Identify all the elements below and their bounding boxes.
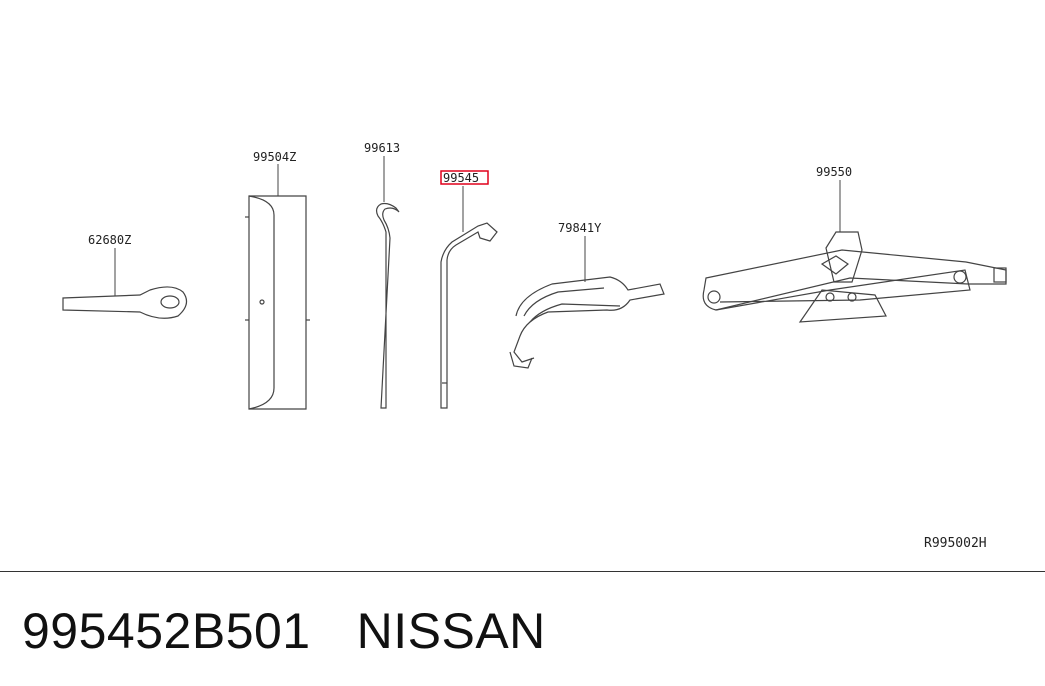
parts-diagram: 62680Z 99504Z 99613 99545 79841Y xyxy=(62,141,1007,551)
part-number: 995452B501 xyxy=(22,603,311,659)
tow-hook-part[interactable]: 62680Z xyxy=(62,233,188,319)
callout-jack-handle: 99613 xyxy=(364,141,400,155)
reference-code: R995002H xyxy=(924,536,987,551)
divider xyxy=(0,571,1045,572)
bracket-part[interactable]: 79841Y xyxy=(509,221,665,369)
wheel-wrench-part[interactable]: 99545 xyxy=(440,170,498,409)
jack-handle-part[interactable]: 99613 xyxy=(364,141,400,409)
callout-highlight-box xyxy=(440,170,489,185)
tool-bag-part[interactable]: 99504Z xyxy=(245,150,310,410)
callout-bracket: 79841Y xyxy=(558,221,602,235)
callout-jack: 99550 xyxy=(816,165,852,179)
footer: 995452B501 NISSAN xyxy=(22,596,546,666)
jack-part[interactable]: 99550 xyxy=(702,165,1007,323)
callout-tow-hook: 62680Z xyxy=(88,233,131,247)
brand-name: NISSAN xyxy=(356,603,546,659)
callout-tool-bag: 99504Z xyxy=(253,150,296,164)
callout-wheel-wrench: 99545 xyxy=(443,171,479,185)
